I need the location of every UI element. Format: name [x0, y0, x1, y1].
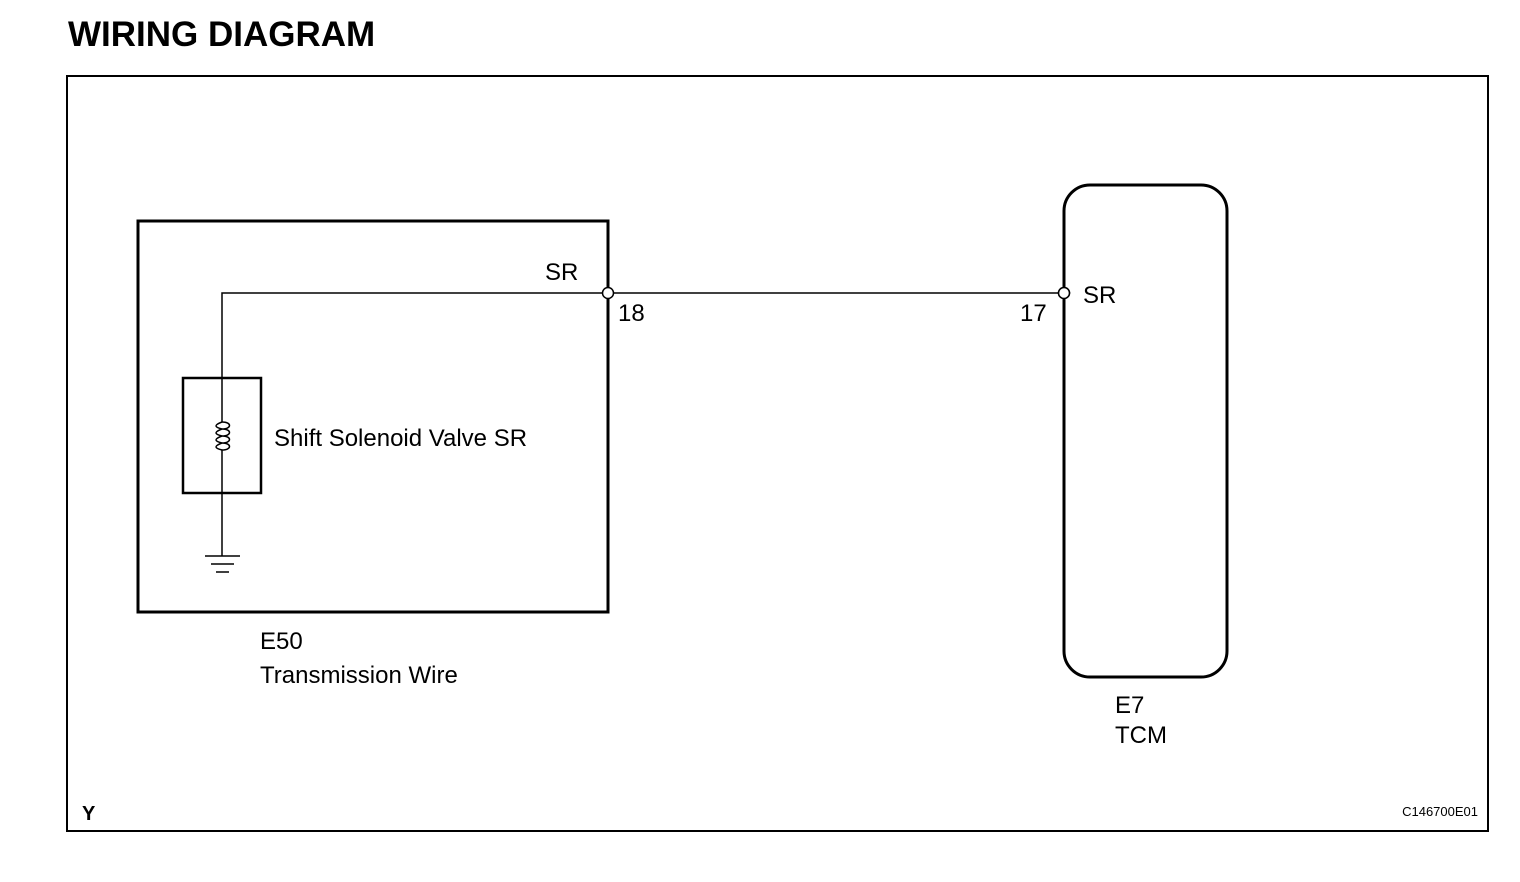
left-connector-name: Transmission Wire	[260, 662, 458, 689]
corner-letter: Y	[82, 803, 96, 825]
left-pin-number: 18	[618, 300, 645, 327]
internal-wire	[221, 292, 604, 378]
left-terminal-label: SR	[545, 259, 578, 286]
right-terminal-label: SR	[1083, 282, 1116, 309]
solenoid-label: Shift Solenoid Valve SR	[274, 425, 527, 452]
transmission-wire-box	[136, 219, 610, 614]
page-title: WIRING DIAGRAM	[68, 15, 376, 54]
solenoid-coil-icon	[215, 378, 231, 493]
right-connector-name: TCM	[1115, 722, 1167, 749]
right-pin-number: 17	[1020, 300, 1047, 327]
left-connector-code: E50	[260, 628, 303, 655]
tcm-box	[1062, 183, 1229, 679]
right-connector-code: E7	[1115, 692, 1144, 719]
ground-icon	[205, 555, 240, 573]
terminal-18-icon	[601, 286, 615, 300]
figure-code: C146700E01	[1402, 804, 1478, 819]
diagram-frame	[66, 75, 1489, 832]
